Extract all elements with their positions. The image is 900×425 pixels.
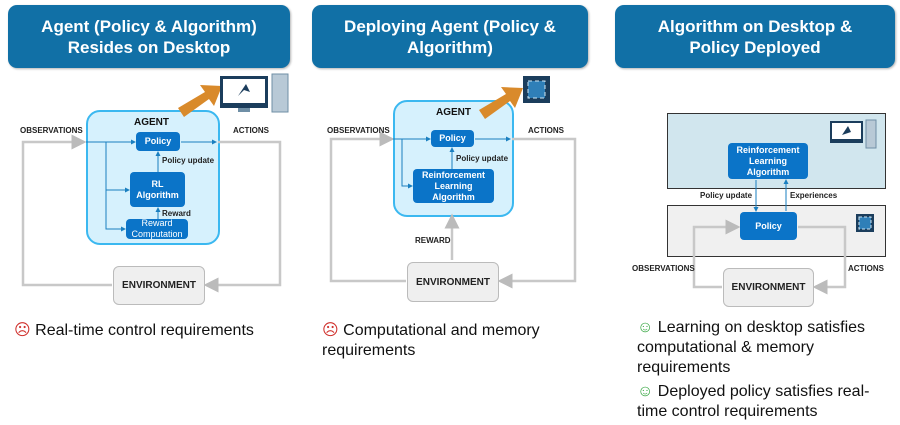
reward-computation-block: Reward Computation	[126, 218, 188, 239]
rl-algorithm-block: Reinforcement Learning Algorithm	[728, 143, 808, 179]
reward-label: REWARD	[415, 236, 451, 245]
observations-label: OBSERVATIONS	[632, 264, 695, 273]
frown-icon: ☹	[14, 322, 31, 339]
policy-block: Policy	[136, 132, 180, 151]
observations-label: OBSERVATIONS	[20, 126, 83, 135]
note: ☹ Computational and memory requirements	[322, 322, 540, 359]
desktop-computer-icon	[220, 73, 289, 113]
desktop-computer-icon	[830, 119, 877, 149]
frown-icon: ☹	[322, 322, 339, 339]
environment-block: ENVIRONMENT	[113, 266, 205, 305]
panel-2-title: Deploying Agent (Policy & Algorithm)	[312, 5, 588, 68]
actions-label: ACTIONS	[848, 264, 884, 273]
policy-block: Policy	[431, 130, 474, 147]
actions-label: ACTIONS	[528, 126, 564, 135]
panel-1-title: Agent (Policy & Algorithm) Resides on De…	[8, 5, 290, 68]
policy-block: Policy	[740, 212, 797, 240]
experiences-label: Experiences	[790, 191, 838, 200]
actions-label: ACTIONS	[233, 126, 269, 135]
chip-icon	[523, 76, 874, 232]
reward-label: Reward	[162, 209, 191, 218]
rl-algorithm-block: Reinforcement Learning Algorithm	[413, 169, 494, 203]
observations-label: OBSERVATIONS	[327, 126, 390, 135]
smile-icon: ☺	[637, 319, 654, 336]
note: ☹ Real-time control requirements	[14, 322, 254, 339]
agent-label: AGENT	[134, 117, 169, 128]
note: ☺ Deployed policy satisfies real-time co…	[637, 383, 870, 420]
panel-3-title: Algorithm on Desktop & Policy Deployed	[615, 5, 895, 68]
policy-update-label: Policy update	[456, 154, 509, 163]
policy-update-label: Policy update	[700, 191, 753, 200]
deploy-arrow	[178, 85, 523, 119]
environment-block: ENVIRONMENT	[723, 268, 814, 307]
agent-label: AGENT	[436, 107, 471, 118]
rl-algorithm-block: RL Algorithm	[130, 172, 185, 207]
policy-update-label: Policy update	[162, 156, 215, 165]
environment-block: ENVIRONMENT	[407, 262, 499, 302]
smile-icon: ☺	[637, 383, 654, 400]
note: ☺ Learning on desktop satisfies computat…	[637, 319, 866, 376]
